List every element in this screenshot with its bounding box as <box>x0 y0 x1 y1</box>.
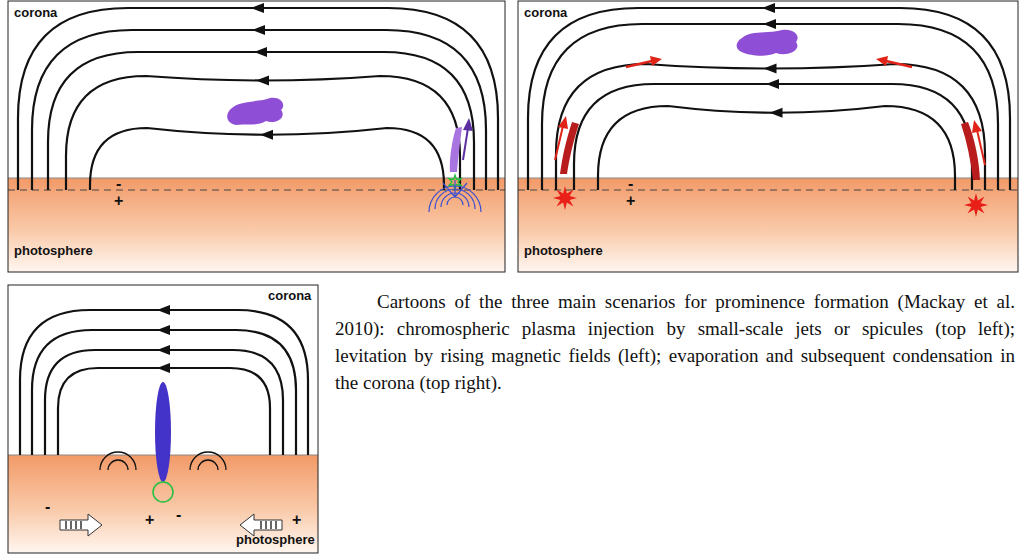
field-arrowhead <box>157 345 170 355</box>
panel-border <box>8 285 318 553</box>
field-line <box>18 8 498 190</box>
bipole-loops <box>429 180 481 212</box>
panel-ground <box>8 1 505 272</box>
photosphere-region <box>8 178 505 272</box>
polarity-line <box>518 190 1018 191</box>
surface-line <box>518 178 1018 179</box>
field-line <box>598 106 955 190</box>
field-line <box>556 64 985 190</box>
polarity-sign: - <box>176 507 181 523</box>
polarity-sign: - <box>45 499 50 515</box>
field-lines <box>18 3 1010 455</box>
flow-arrowhead <box>876 56 888 66</box>
flow-arrowhead <box>972 120 982 133</box>
star-burst <box>964 193 988 217</box>
panel-border <box>518 1 1018 272</box>
polarity-sign: + <box>626 193 635 209</box>
prominence-blob <box>227 98 283 125</box>
photosphere-region <box>518 178 1018 272</box>
field-arrowhead <box>764 64 777 74</box>
region-label: photosphere <box>524 244 603 257</box>
field-line <box>574 84 972 190</box>
field-arrowhead <box>256 76 269 86</box>
flow-arrow <box>555 126 563 160</box>
field-arrowhead <box>766 79 779 89</box>
field-arrowhead <box>252 25 265 35</box>
prominence-blob <box>737 30 798 56</box>
star-burst <box>553 186 577 210</box>
surface-line <box>8 178 505 179</box>
field-arrowhead <box>770 108 783 118</box>
polarity-sign: + <box>292 512 301 528</box>
flow-arrowhead <box>650 56 662 66</box>
field-arrowhead <box>157 305 170 315</box>
field-arrowhead <box>762 3 775 13</box>
flow-arrow <box>626 61 652 67</box>
panel-border <box>8 1 505 272</box>
flow-arrow <box>886 61 912 67</box>
prominence-column <box>155 382 171 482</box>
field-arrowhead <box>254 47 267 57</box>
field-line <box>48 52 474 190</box>
polarity-line <box>8 190 505 191</box>
caption: Cartoons of the three main scenarios for… <box>335 288 1015 396</box>
plasma-jet <box>450 127 462 172</box>
field-line <box>528 8 1010 190</box>
flow-arrow <box>977 130 985 165</box>
converging-flow-arrow <box>60 514 102 536</box>
field-line <box>66 76 460 190</box>
field-arrowhead <box>763 19 776 29</box>
field-arrowhead <box>251 3 264 13</box>
polarity-sign: - <box>628 176 633 192</box>
region-label: corona <box>524 6 567 19</box>
polarity-sign: + <box>114 193 123 209</box>
field-line <box>542 24 998 190</box>
region-label: corona <box>14 6 57 19</box>
flow-arrowhead <box>463 118 473 131</box>
energy-release <box>449 175 988 217</box>
panel-ground <box>8 285 318 553</box>
reconnection-site <box>153 482 173 502</box>
region-label: photosphere <box>236 533 315 546</box>
region-label: corona <box>268 289 311 302</box>
field-arrowhead <box>157 325 170 335</box>
region-label: photosphere <box>14 244 93 257</box>
panel-ground <box>518 1 1018 272</box>
field-line <box>32 30 486 190</box>
field-arrowhead <box>157 363 170 373</box>
field-arrowhead <box>260 130 273 140</box>
field-line <box>90 128 444 190</box>
polarity-sign: - <box>116 176 121 192</box>
flow-arrow <box>463 128 468 160</box>
polarity-sign: + <box>145 512 154 528</box>
flow-arrowhead <box>558 116 568 129</box>
